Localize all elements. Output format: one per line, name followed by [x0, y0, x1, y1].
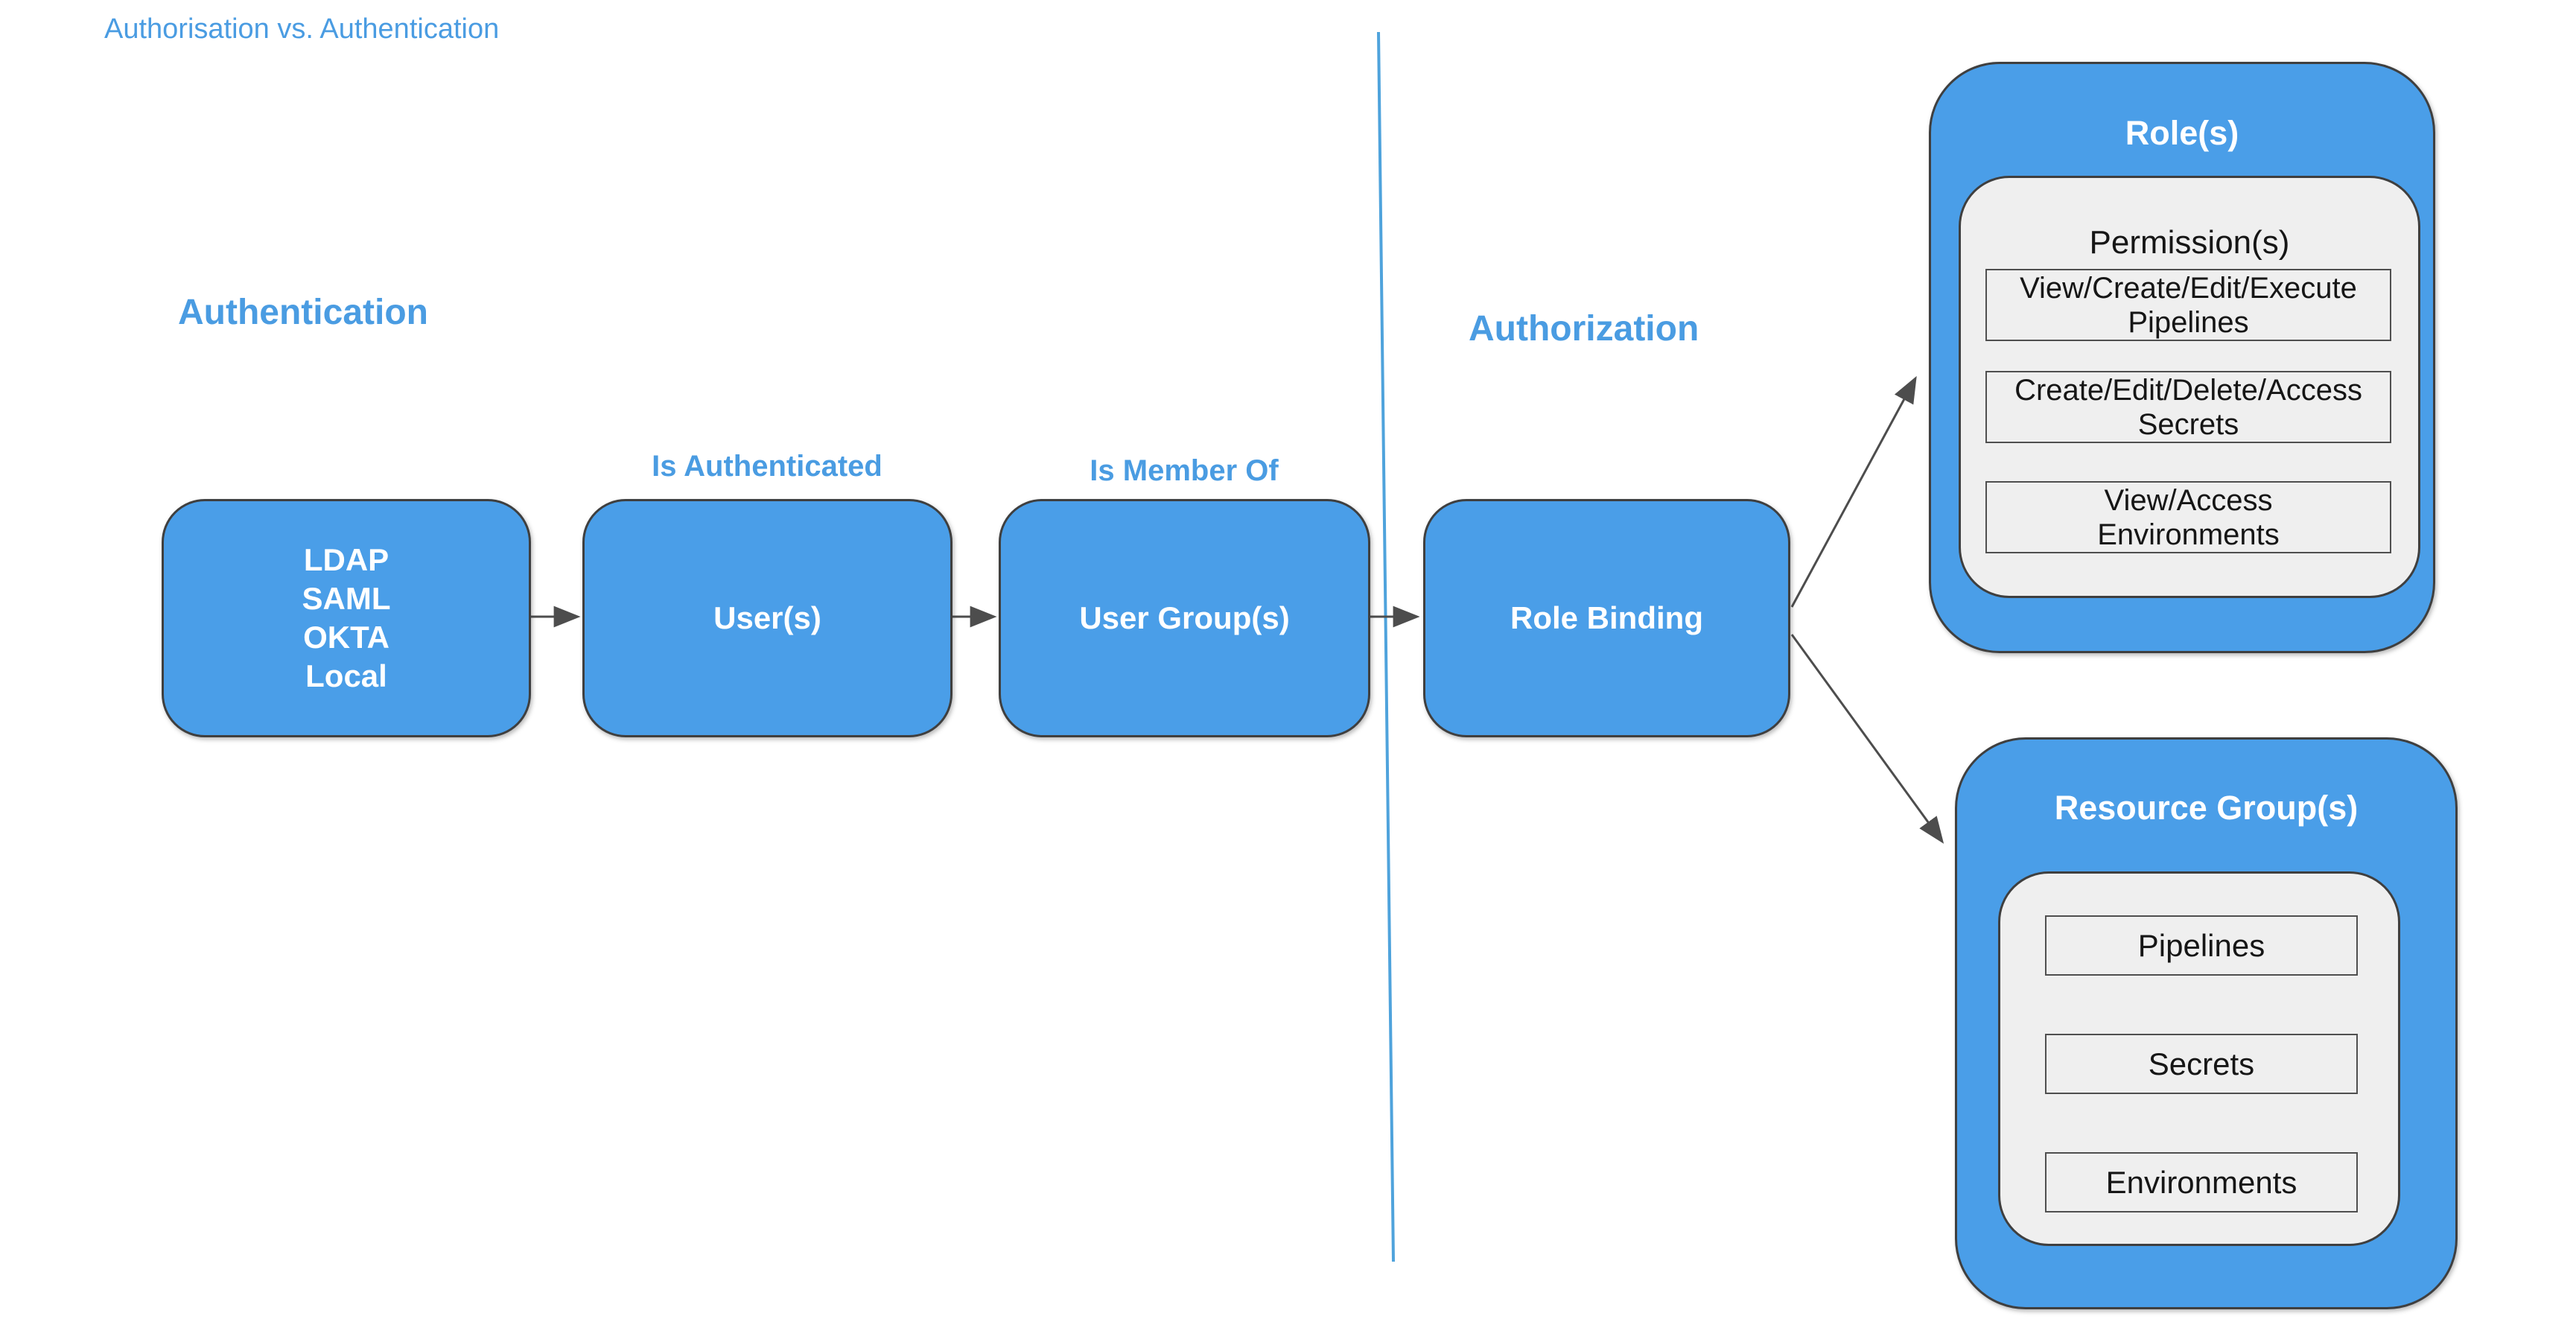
- resources-panel: Pipelines Secrets Environments: [1998, 871, 2400, 1246]
- identity-source-saml: SAML: [302, 581, 391, 616]
- resource-item-environments-label: Environments: [2105, 1164, 2297, 1200]
- identity-sources-list: LDAP SAML OKTA Local: [302, 541, 391, 696]
- page-title: Authorisation vs. Authentication: [104, 13, 500, 45]
- resource-item-pipelines-label: Pipelines: [2137, 927, 2265, 963]
- section-divider-line: [1377, 31, 1395, 1262]
- resource-groups-box-title: Resource Group(s): [2054, 789, 2359, 827]
- permissions-panel-title: Permission(s): [2089, 224, 2290, 261]
- identity-source-ldap: LDAP: [303, 542, 389, 577]
- resource-item-pipelines: Pipelines: [2045, 915, 2358, 976]
- users-box: User(s): [582, 499, 953, 737]
- role-binding-box: Role Binding: [1423, 499, 1790, 737]
- user-groups-box-label: User Group(s): [1079, 600, 1290, 635]
- arrow-rolebinding-to-resourcegroups: [1790, 634, 1944, 844]
- edge-label-is-member-of: Is Member Of: [1090, 454, 1279, 487]
- user-groups-box: User Group(s): [999, 499, 1370, 737]
- users-box-label: User(s): [713, 600, 821, 635]
- permission-item-environments-line2: Environments: [2097, 518, 2280, 551]
- permissions-panel: Permission(s) View/Create/Edit/Execute P…: [1959, 176, 2420, 598]
- permission-item-pipelines: View/Create/Edit/Execute Pipelines: [1985, 269, 2391, 341]
- roles-box: Role(s) Permission(s) View/Create/Edit/E…: [1929, 62, 2435, 653]
- permission-item-environments-line1: View/Access: [2104, 483, 2273, 517]
- edge-label-is-authenticated: Is Authenticated: [652, 450, 882, 483]
- resource-groups-box: Resource Group(s) Pipelines Secrets Envi…: [1955, 737, 2458, 1309]
- permission-item-pipelines-line1: View/Create/Edit/Execute: [2020, 271, 2357, 305]
- authentication-heading: Authentication: [178, 293, 428, 332]
- identity-source-local: Local: [305, 658, 387, 693]
- resource-item-secrets: Secrets: [2045, 1034, 2358, 1094]
- arrow-rolebinding-to-roles: [1790, 375, 1917, 608]
- role-binding-box-label: Role Binding: [1510, 600, 1703, 635]
- identity-source-okta: OKTA: [303, 620, 389, 655]
- resource-item-environments: Environments: [2045, 1152, 2358, 1212]
- permission-item-secrets-line2: Secrets: [2137, 407, 2239, 441]
- identity-sources-box: LDAP SAML OKTA Local: [162, 499, 531, 737]
- permission-item-secrets-line1: Create/Edit/Delete/Access: [2014, 373, 2362, 407]
- permission-item-secrets: Create/Edit/Delete/Access Secrets: [1985, 371, 2391, 443]
- resource-item-secrets-label: Secrets: [2148, 1046, 2255, 1081]
- roles-box-title: Role(s): [2125, 114, 2239, 152]
- permission-item-environments: View/Access Environments: [1985, 481, 2391, 553]
- permission-item-pipelines-line2: Pipelines: [2128, 305, 2249, 339]
- authorization-heading: Authorization: [1469, 309, 1699, 349]
